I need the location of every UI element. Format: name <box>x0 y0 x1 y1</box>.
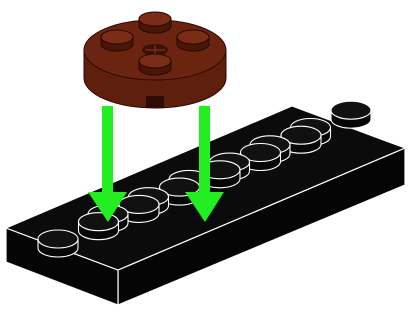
placement-arrow-left <box>88 106 127 222</box>
arrow-left-shaft <box>102 106 113 196</box>
round-plate-stud <box>138 53 172 76</box>
round-plate-axle-hole <box>142 44 168 56</box>
plate-stud <box>77 212 120 241</box>
placement-arrow-right <box>185 106 224 222</box>
round-plate-stud <box>176 29 210 52</box>
plate-stud <box>280 125 322 154</box>
plate-stud <box>330 100 372 129</box>
arrow-right-head <box>185 192 224 222</box>
brown-round-plate <box>83 11 227 109</box>
arrow-left-head <box>88 192 127 222</box>
round-plate-stud <box>100 29 134 52</box>
plate-stud <box>118 194 160 223</box>
arrow-right-shaft <box>199 106 210 196</box>
plate-stud <box>37 229 79 258</box>
round-plate-stud <box>138 11 172 34</box>
round-plate-notch <box>146 96 164 108</box>
